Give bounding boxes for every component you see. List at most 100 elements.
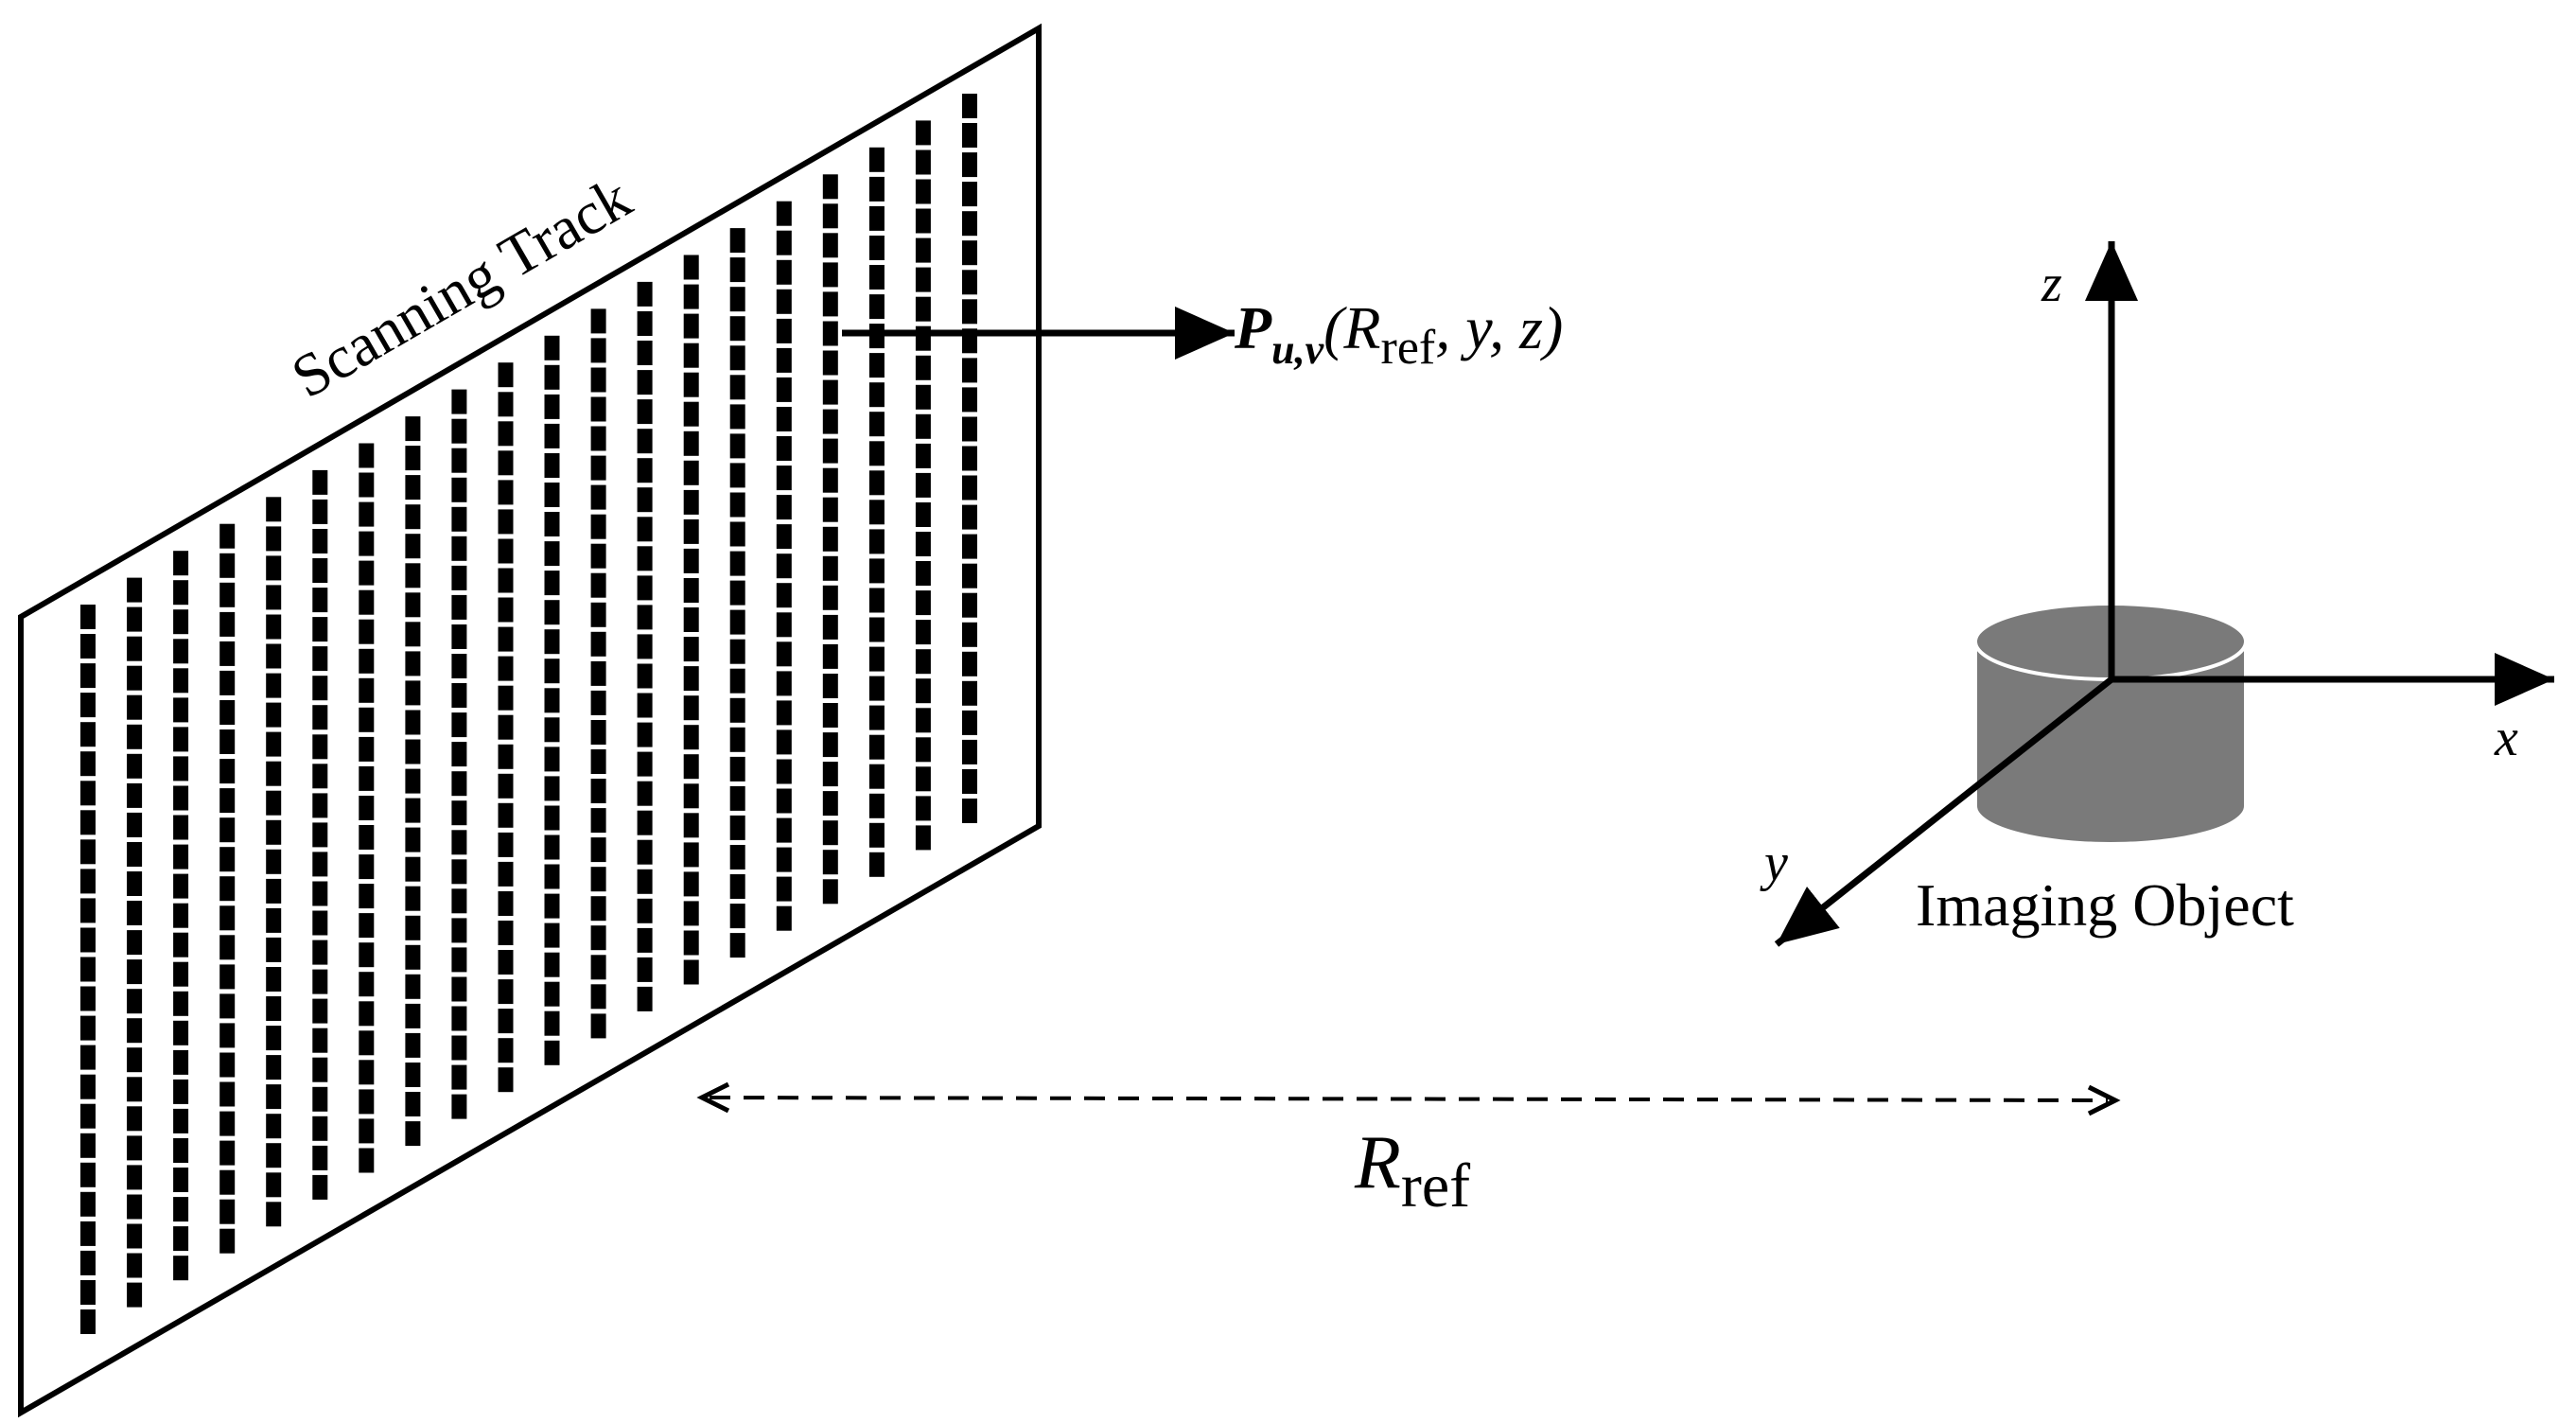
distance-subscript: ref [1401, 1151, 1470, 1221]
scanning-element [868, 470, 885, 496]
scanning-element [219, 1169, 236, 1195]
scanning-element [962, 504, 977, 530]
point-label: Pu,v(Rref, y, z) [1234, 294, 1563, 375]
scanning-element [451, 594, 467, 620]
scanning-element [405, 534, 421, 559]
scanning-element [127, 959, 143, 985]
scanning-element [359, 796, 375, 820]
scanning-element [868, 265, 885, 290]
scanning-element [173, 1020, 189, 1045]
scanning-element [127, 901, 143, 925]
scanning-element [451, 477, 467, 502]
scanning-element [219, 1111, 236, 1136]
scanning-element [729, 433, 745, 459]
scanning-element [637, 693, 653, 718]
point-args-open: (R [1323, 294, 1380, 361]
scanning-element [637, 399, 653, 425]
scanning-element [405, 856, 421, 882]
point-args-close: , y, z) [1435, 294, 1563, 361]
scanning-element [868, 441, 885, 466]
scanning-element [637, 575, 653, 601]
scanning-element [405, 622, 421, 647]
distance-arrowhead-left [696, 1081, 730, 1114]
scanning-element [359, 589, 375, 615]
scanning-element [127, 930, 143, 956]
scanning-element [776, 583, 792, 608]
scanning-element [405, 1121, 421, 1147]
scanning-element [80, 1045, 96, 1070]
scanning-element [451, 418, 467, 444]
scanning-element [498, 921, 514, 945]
scanning-element [683, 871, 699, 897]
scanning-element [219, 700, 236, 725]
scanning-element [822, 467, 838, 493]
scanning-element [637, 458, 653, 483]
scanning-element [173, 551, 189, 576]
scanning-element [498, 773, 514, 799]
scanning-element [822, 321, 838, 346]
y-axis-label: y [1760, 834, 1788, 892]
scanning-element [127, 1253, 143, 1278]
scanning-element [868, 176, 885, 202]
scanning-element [127, 636, 143, 661]
scanning-element [962, 651, 977, 676]
scanning-element [915, 149, 931, 175]
scanning-element [359, 1001, 375, 1027]
scanning-element [359, 531, 375, 556]
coordinate-axes [1774, 241, 2554, 947]
scanning-element [312, 558, 328, 583]
scanning-element [266, 878, 282, 904]
scanning-element [822, 174, 838, 200]
scanning-element [776, 876, 792, 902]
scanning-element [451, 800, 467, 826]
scanning-element [776, 671, 792, 696]
scanning-element [683, 518, 699, 544]
scanning-element [451, 712, 467, 738]
scanning-element [127, 1194, 143, 1220]
scanning-element [127, 1223, 143, 1249]
imaging-object-label: Imaging Object [1916, 871, 2294, 939]
scanning-element [868, 500, 885, 525]
scanning-element [498, 626, 514, 652]
scanning-element [544, 1040, 560, 1065]
scanning-element [544, 688, 560, 713]
scanning-element [451, 565, 467, 590]
scanning-element [729, 845, 745, 870]
scanning-element [405, 416, 421, 442]
scanning-element [359, 1118, 375, 1144]
scanning-element [219, 611, 236, 637]
scanning-element [729, 727, 745, 752]
scanning-element [266, 1143, 282, 1168]
scanning-element [219, 641, 236, 666]
scanning-element [173, 844, 189, 870]
scanning-element [451, 389, 467, 414]
scanning-element [451, 918, 467, 943]
scanning-element [683, 489, 699, 515]
scanning-element [729, 404, 745, 430]
scanning-element [405, 944, 421, 970]
scanning-element-grid [80, 94, 977, 1334]
scanning-element [405, 592, 421, 618]
scanning-element [776, 201, 792, 226]
scanning-element [80, 1162, 96, 1187]
scanning-element [729, 815, 745, 840]
scanning-element [498, 744, 514, 769]
scanning-element [683, 372, 699, 397]
scanning-element [312, 499, 328, 524]
scanning-element [266, 1084, 282, 1110]
scanning-element [266, 526, 282, 552]
scanning-element [80, 957, 96, 982]
scanning-element [498, 392, 514, 417]
scanning-element [729, 521, 745, 547]
scanning-element [822, 614, 838, 640]
scanning-element [729, 609, 745, 635]
scanning-element [359, 1148, 375, 1173]
scanning-element [312, 1145, 328, 1170]
scanning-element [590, 367, 606, 393]
scanning-element [312, 881, 328, 906]
scanning-element [915, 179, 931, 204]
scanning-element [637, 634, 653, 659]
scanning-element [359, 472, 375, 498]
scanning-element [219, 847, 236, 872]
scanning-element [776, 466, 792, 491]
